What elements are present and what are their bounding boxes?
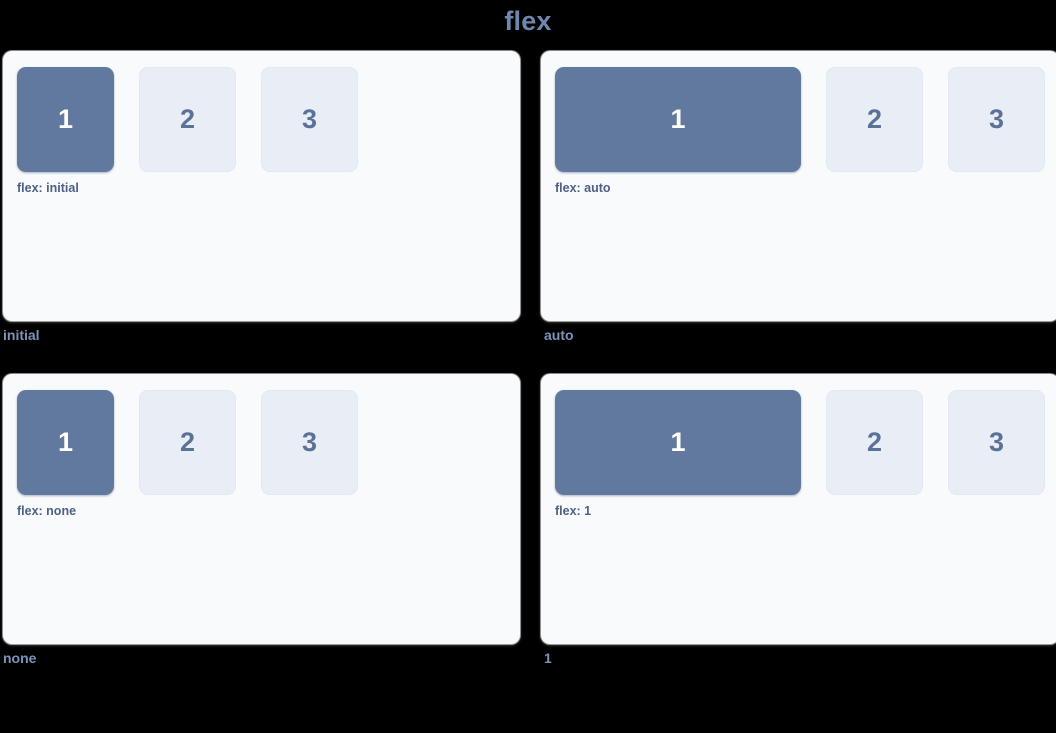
demo-panel-auto: 1 2 3 flex: auto	[541, 51, 1056, 321]
flex-item-3: 3	[261, 389, 358, 495]
flex-item-1: 1	[17, 67, 114, 172]
flex-container-one: 1 2 3	[555, 389, 1045, 495]
demo-caption-none: none	[3, 649, 37, 666]
flex-item-1: 1	[17, 389, 114, 495]
flex-property-label: flex: auto	[555, 181, 611, 195]
flex-item-2: 2	[826, 67, 923, 172]
flex-container-initial: 1 2 3	[17, 67, 506, 172]
demo-cell-one: 1 2 3 flex: 1 1	[541, 373, 1056, 667]
flex-item-3: 3	[261, 67, 358, 172]
demo-panel-none: 1 2 3 flex: none	[3, 373, 520, 644]
flex-item-2: 2	[139, 67, 236, 172]
flex-property-label: flex: none	[17, 503, 77, 518]
flex-property-label: flex: 1	[555, 503, 592, 518]
flex-item-3: 3	[948, 67, 1045, 172]
demo-caption-auto: auto	[544, 327, 574, 343]
demo-panel-one: 1 2 3 flex: 1	[541, 373, 1056, 644]
flex-item-2: 2	[826, 389, 923, 495]
demo-grid: 1 2 3 flex: initial initial 1 2 3 flex: …	[0, 35, 1056, 667]
flex-container-auto: 1 2 3	[555, 67, 1045, 172]
demo-caption-initial: initial	[3, 327, 40, 343]
flex-item-1: 1	[555, 389, 801, 495]
flex-item-1: 1	[555, 67, 801, 172]
demo-cell-initial: 1 2 3 flex: initial initial	[3, 51, 520, 344]
flex-item-3: 3	[948, 389, 1045, 495]
demo-cell-auto: 1 2 3 flex: auto auto	[541, 51, 1056, 344]
demo-caption-one: 1	[544, 649, 552, 666]
flex-item-2: 2	[139, 389, 236, 495]
demo-panel-initial: 1 2 3 flex: initial	[3, 51, 520, 321]
flex-container-none: 1 2 3	[17, 389, 506, 495]
page-title: flex	[504, 6, 552, 36]
demo-cell-none: 1 2 3 flex: none none	[3, 373, 520, 667]
flex-property-label: flex: initial	[17, 181, 79, 195]
